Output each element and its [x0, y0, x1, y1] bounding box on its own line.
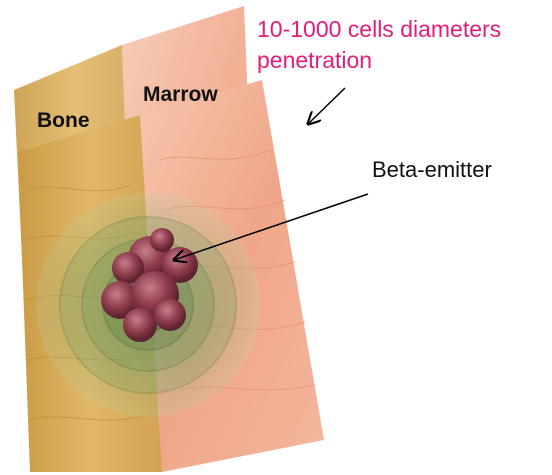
beta-emitter-label: Beta-emitter — [372, 159, 492, 181]
cell — [123, 308, 157, 342]
cell — [154, 299, 186, 331]
penetration-label: 10-1000 cells diameters penetration — [257, 14, 547, 76]
penetration-arrow — [308, 88, 345, 124]
bone-label: Bone — [37, 110, 90, 131]
cell — [150, 228, 174, 252]
marrow-label: Marrow — [143, 84, 218, 105]
